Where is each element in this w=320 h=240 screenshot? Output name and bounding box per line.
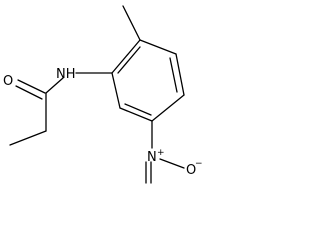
benzene-ring bbox=[111, 39, 185, 122]
carbonyl-double-bond-a bbox=[17, 79, 46, 94]
amide-chain bbox=[9, 72, 113, 146]
nitro-oxygen-label: O bbox=[186, 163, 196, 178]
nitro-oxygen-charge: − bbox=[195, 159, 203, 169]
ring-bond-c4-c5 bbox=[151, 94, 185, 122]
nitro-nitrogen-charge: + bbox=[157, 148, 165, 158]
methyl-bond bbox=[122, 5, 141, 41]
ring-bond-c5-c6 bbox=[119, 107, 153, 122]
chemical-structure: NH O N + O − bbox=[3, 5, 203, 184]
ch2-to-ch3-bond bbox=[9, 130, 47, 146]
ring-double-bond-c1-c2 bbox=[117, 46, 141, 74]
ring-double-bond-c3-c4 bbox=[169, 57, 178, 93]
ring-bond-c3-c4 bbox=[175, 53, 185, 96]
nitro-nitrogen-label: N bbox=[147, 150, 157, 165]
nh-label: NH bbox=[56, 67, 76, 82]
ring-double-bond-c5-c6 bbox=[124, 103, 152, 116]
ring-bond-c1-c2 bbox=[111, 39, 141, 74]
nh-to-carbonyl-bond bbox=[45, 77, 64, 94]
ring-bond-c2-c3 bbox=[139, 39, 177, 55]
carbonyl-double-bond-b bbox=[15, 85, 43, 100]
nitro-group bbox=[145, 120, 185, 184]
nitro-n-o-bond bbox=[159, 158, 185, 169]
carbonyl-oxygen-label: O bbox=[3, 74, 13, 89]
ring-bond-c6-c1 bbox=[111, 72, 121, 109]
